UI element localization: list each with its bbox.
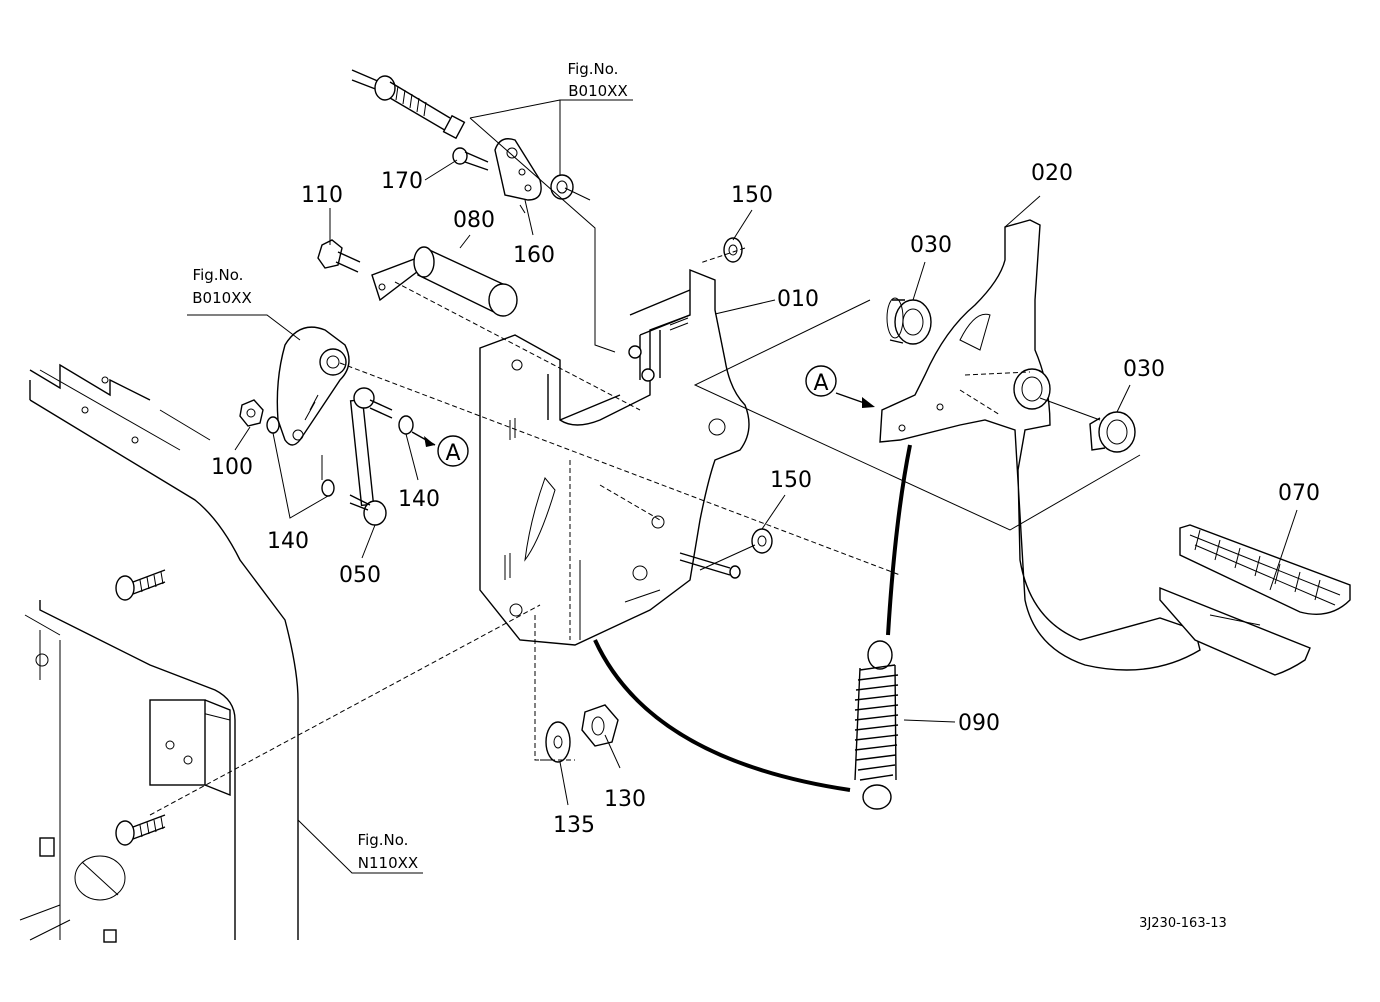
fig-ref-top-caption: Fig.No. bbox=[568, 60, 619, 78]
marker-a-right-label: A bbox=[813, 371, 828, 396]
document-code: 3J230-163-13 bbox=[1139, 916, 1227, 931]
fig-ref-left: Fig.No. B010XX bbox=[192, 266, 251, 307]
spring-090 bbox=[593, 444, 912, 810]
fig-ref-top: Fig.No. B010XX bbox=[568, 60, 628, 100]
part-label-130: 130 bbox=[604, 787, 646, 812]
washer-135 bbox=[545, 721, 571, 763]
pedal-020 bbox=[879, 219, 1201, 671]
pedal-pad-070 bbox=[1159, 524, 1351, 676]
plate-160 bbox=[494, 138, 542, 201]
bolt-170 bbox=[452, 147, 489, 171]
part-label-020: 020 bbox=[1031, 161, 1073, 186]
bracket-010 bbox=[479, 268, 750, 646]
nut-130 bbox=[581, 704, 619, 747]
part-label-150-lower: 150 bbox=[770, 468, 812, 493]
part-label-170: 170 bbox=[381, 169, 423, 194]
nut-100 bbox=[239, 399, 264, 427]
leader-lines bbox=[187, 99, 1298, 874]
fig-ref-left-code: B010XX bbox=[192, 289, 251, 307]
part-label-030-upper: 030 bbox=[910, 233, 952, 258]
bolt-110 bbox=[317, 239, 361, 273]
fig-ref-left-caption: Fig.No. bbox=[193, 266, 244, 284]
washer-140-c bbox=[398, 415, 414, 435]
pin-080 bbox=[371, 246, 518, 317]
part-label-090: 090 bbox=[958, 711, 1000, 736]
marker-a-right: A bbox=[805, 365, 875, 408]
nut-top bbox=[550, 174, 574, 200]
nut-150-upper bbox=[723, 237, 743, 263]
fig-ref-bottom: Fig.No. N110XX bbox=[358, 831, 419, 872]
link-050 bbox=[349, 387, 393, 526]
washer-140-b bbox=[321, 479, 335, 497]
fig-ref-bottom-caption: Fig.No. bbox=[358, 831, 409, 849]
washer-140-a bbox=[266, 416, 280, 434]
bushing-030-lower bbox=[1089, 411, 1136, 453]
part-label-140-right: 140 bbox=[398, 487, 440, 512]
part-label-140-lower: 140 bbox=[267, 529, 309, 554]
frame-panel bbox=[19, 363, 299, 943]
nut-150-lower bbox=[751, 528, 773, 554]
adjusting-rod bbox=[351, 69, 466, 140]
fig-ref-top-code: B010XX bbox=[568, 82, 627, 100]
fig-ref-bottom-code: N110XX bbox=[358, 854, 418, 872]
center-lines bbox=[149, 117, 1141, 816]
frame-bolt-upper bbox=[115, 569, 166, 601]
part-label-135: 135 bbox=[553, 813, 595, 838]
part-label-080: 080 bbox=[453, 208, 495, 233]
marker-a-left-label: A bbox=[445, 441, 460, 466]
part-label-050: 050 bbox=[339, 563, 381, 588]
part-label-100: 100 bbox=[211, 455, 253, 480]
part-label-030-lower: 030 bbox=[1123, 357, 1165, 382]
arm-assembly bbox=[276, 326, 350, 446]
bushing-030-upper bbox=[886, 297, 932, 345]
frame-bolt-lower bbox=[115, 814, 166, 846]
part-label-110: 110 bbox=[301, 183, 343, 208]
part-label-010: 010 bbox=[777, 287, 819, 312]
part-label-160: 160 bbox=[513, 243, 555, 268]
marker-a-left: A bbox=[411, 431, 469, 467]
part-label-150-upper: 150 bbox=[731, 183, 773, 208]
part-label-070: 070 bbox=[1278, 481, 1320, 506]
